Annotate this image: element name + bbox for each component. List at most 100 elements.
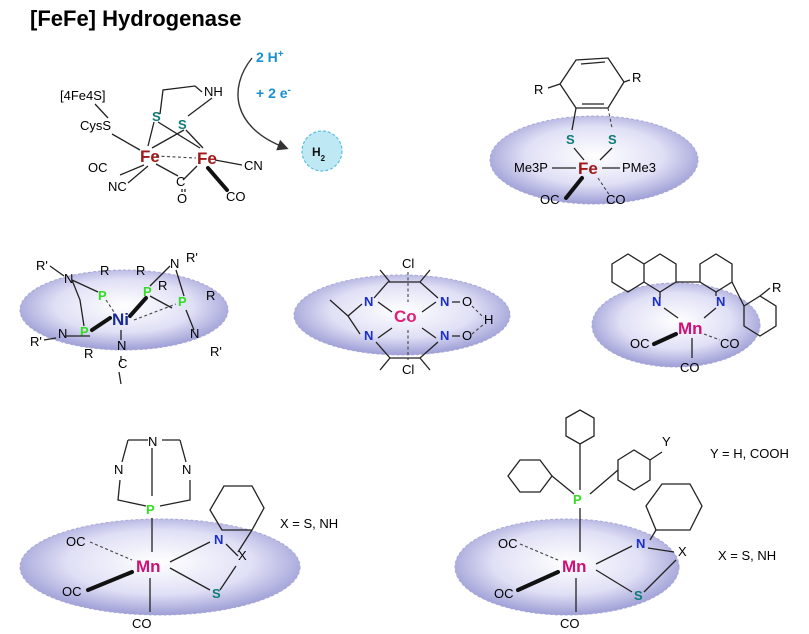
amine-label: NH	[204, 84, 223, 99]
imine-n-2: N	[364, 328, 373, 343]
bridging-oxygen: O	[177, 191, 187, 206]
benzazole-n: N	[214, 532, 223, 547]
protons-label: 2 H+	[256, 49, 284, 66]
cyanide-ligand-2: CN	[244, 158, 263, 173]
pta-n-top: N	[148, 434, 157, 449]
r-substituent: R	[772, 280, 781, 295]
pyridine-n-1: N	[652, 294, 661, 309]
oxime-o-1: O	[462, 294, 472, 309]
protein-ellipse	[489, 115, 699, 205]
electrons-label: + 2 e-	[256, 85, 291, 102]
mn-pta-complex: N N N P Mn OC OC CO N S X X = S, NH	[19, 434, 338, 631]
h2-bubble	[301, 130, 343, 172]
phosphorus-4: P	[80, 324, 89, 339]
cyanide-ligand-1: NC	[108, 179, 127, 194]
pta-n-right: N	[182, 462, 191, 477]
bridging-carbon: C	[176, 174, 185, 189]
co-ligand-bottom: CO	[132, 616, 152, 631]
ni-center: Ni	[112, 310, 129, 329]
r-prime-1: R'	[36, 258, 48, 273]
iron-atom-1: Fe	[140, 147, 160, 166]
mn-triarylphosphine-complex: Y Y = H, COOH P Mn OC OC CO N S X X = S,…	[454, 409, 789, 631]
r-group-3: R	[158, 278, 167, 293]
bridging-h: H	[484, 312, 493, 327]
mn-center: Mn	[678, 319, 703, 338]
sulfur-1: S	[152, 109, 161, 124]
amine-n-1: N	[64, 271, 73, 286]
r-prime-4: R'	[30, 334, 42, 349]
co-ligand-bottom: CO	[680, 360, 700, 375]
r-prime-3: R'	[210, 344, 222, 359]
co-ligand-top-left: OC	[66, 534, 86, 549]
sulfur-2: S	[178, 117, 187, 132]
co-ligand-right: CO	[720, 336, 740, 351]
cobaloxime-complex: Cl Cl Co N N N N O O H	[293, 256, 511, 377]
hydrogenase-active-site: [4Fe4S] CysS NH S S Fe Fe OC NC C O CN C…	[60, 84, 263, 206]
fe-center: Fe	[578, 159, 598, 178]
thiolate-s: S	[634, 588, 643, 603]
x-definition-note: X = S, NH	[280, 516, 338, 531]
phosphorus-1: P	[98, 288, 107, 303]
co-ligand-top-left: OC	[498, 536, 518, 551]
cysteine-label: CysS	[80, 118, 111, 133]
fe-dithiolate-complex: R R S S Fe Me3P PMe3 OC CO	[489, 57, 699, 207]
r-substituent-2: R	[632, 70, 641, 85]
co-ligand-2: CO	[226, 189, 246, 204]
ni-diphosphine-complex: R' N R R N R' R R P P P P Ni N R' R' N R…	[19, 250, 229, 385]
pme3-ligand: PMe3	[622, 160, 656, 175]
x-heteroatom: X	[238, 548, 247, 563]
oxime-o-2: O	[462, 328, 472, 343]
co-ligand-left: OC	[630, 336, 650, 351]
co-ligand-left: OC	[540, 192, 560, 207]
axial-chloride-top: Cl	[402, 256, 414, 271]
r-group-5: R	[84, 346, 93, 361]
co-center: Co	[394, 307, 417, 326]
imine-n-1: N	[364, 294, 373, 309]
reaction-arrow-group: 2 H+ + 2 e- H2	[237, 49, 343, 172]
r-group-1: R	[100, 263, 109, 278]
pta-n-left: N	[114, 462, 123, 477]
co-ligand-bottom: CO	[560, 616, 580, 631]
thiolate-s-1: S	[566, 132, 575, 147]
fe4s-cluster-label: [4Fe4S]	[60, 88, 106, 103]
axial-chloride-bottom: Cl	[402, 362, 414, 377]
r-substituent-1: R	[534, 82, 543, 97]
co-ligand-right: CO	[606, 192, 626, 207]
nitrile-n: N	[117, 338, 126, 353]
h2-label: H2	[312, 145, 326, 163]
protein-ellipse	[293, 274, 511, 356]
x-heteroatom: X	[678, 544, 687, 559]
pta-phosphorus: P	[146, 502, 155, 517]
r-group-4: R	[206, 288, 215, 303]
amine-n-3: N	[190, 326, 199, 341]
amine-n-4: N	[58, 326, 67, 341]
phosphine-p: P	[573, 492, 582, 507]
co-ligand-1: OC	[88, 160, 108, 175]
me3p-ligand: Me3P	[514, 160, 548, 175]
x-definition-note: X = S, NH	[718, 548, 776, 563]
protein-ellipse	[19, 269, 229, 351]
pyridine-n-2: N	[716, 294, 725, 309]
y-substituent: Y	[662, 434, 671, 449]
thiolate-s: S	[212, 586, 221, 601]
y-definition-note: Y = H, COOH	[710, 446, 789, 461]
co-ligand-bottom-left: OC	[62, 584, 82, 599]
r-prime-2: R'	[186, 250, 198, 265]
mn-center: Mn	[562, 557, 587, 576]
nitrile-c: C	[118, 356, 127, 371]
figure-title: [FeFe] Hydrogenase	[30, 6, 242, 31]
co-ligand-bottom-left: OC	[494, 586, 514, 601]
phosphorus-3: P	[178, 294, 187, 309]
thiolate-s-2: S	[608, 132, 617, 147]
benzazole-n: N	[636, 536, 645, 551]
r-group-2: R	[136, 263, 145, 278]
mn-center: Mn	[136, 557, 161, 576]
protein-ellipse	[454, 518, 680, 616]
protein-ellipse	[591, 282, 761, 368]
phosphorus-2: P	[143, 284, 152, 299]
iron-atom-2: Fe	[197, 149, 217, 168]
oxime-n-1: N	[440, 294, 449, 309]
oxime-n-2: N	[440, 328, 449, 343]
mn-diimine-complex: N N Mn OC CO CO R	[591, 253, 781, 375]
